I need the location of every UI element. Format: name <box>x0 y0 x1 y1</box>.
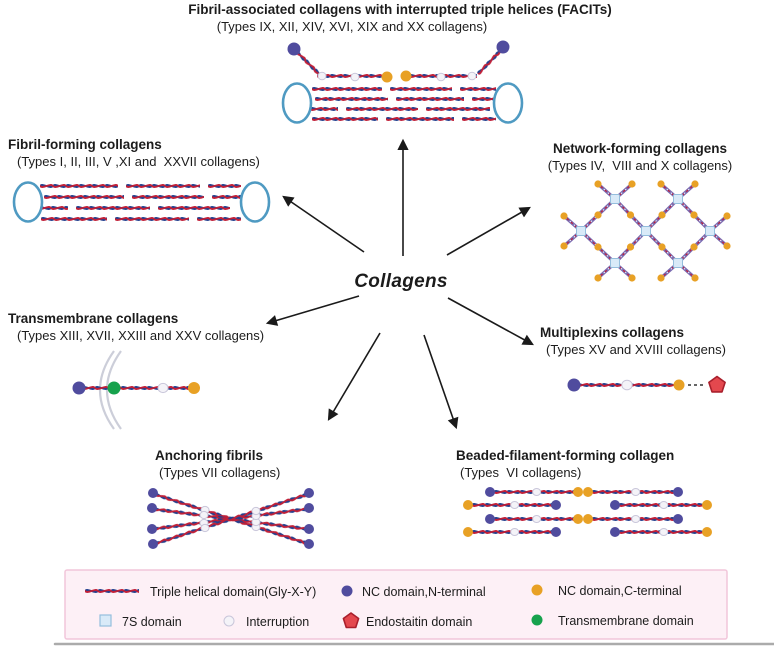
multiplexins-title: Multiplexins collagens <box>540 325 685 340</box>
fibril-forming-title: Fibril-forming collagens <box>8 137 162 152</box>
legend-transmembrane-label: Transmembrane domain <box>558 614 694 628</box>
beaded-filament-subtitle: (Types VI collagens) <box>460 465 582 480</box>
beaded-filament-illustration <box>463 487 712 537</box>
anchoring-fibrils-title: Anchoring fibrils <box>155 448 263 463</box>
nc-n-terminal-icon <box>341 585 353 597</box>
anchoring-fibrils-subtitle: (Types VII collagens) <box>159 465 281 480</box>
network-forming-illustration <box>560 180 731 282</box>
legend-nc-c-terminal-label: NC domain,C-terminal <box>558 584 682 598</box>
collagens-center-label: Collagens <box>354 271 448 292</box>
transmembrane-subtitle: (Types XIII, XVII, XXIII and XXV collage… <box>17 328 265 343</box>
endostatin-icon <box>342 612 360 629</box>
transmembrane-icon <box>531 614 543 626</box>
fibril-forming-subtitle: (Types I, II, III, V ,XI and XXVII colla… <box>17 154 260 169</box>
legend-endostatin-label: Endostaitin domain <box>366 615 473 629</box>
network-forming-subtitle: (Types IV, VIII and X collagens) <box>547 158 733 173</box>
facit-subtitle: (Types IX, XII, XIV, XVI, XIX and XX col… <box>216 19 488 34</box>
anchoring-fibrils-illustration <box>147 488 314 549</box>
7s-domain-icon <box>99 614 112 627</box>
facit-illustration <box>281 40 524 124</box>
network-forming-title: Network-forming collagens <box>552 141 728 156</box>
legend-nc-n-terminal-label: NC domain,N-terminal <box>362 585 486 599</box>
facit-title: Fibril-associated collagens with interru… <box>188 2 612 17</box>
beaded-filament-title: Beaded-filament-forming collagen <box>456 448 675 463</box>
multiplexins-subtitle: (Types XV and XVIII collagens) <box>546 342 726 357</box>
nc-c-terminal-icon <box>531 584 543 596</box>
legend-7s-domain-label: 7S domain <box>122 615 182 629</box>
legend-interruption-label: Interruption <box>246 615 310 629</box>
legend-triple-helix-label: Triple helical domain(Gly-X-Y) <box>150 585 317 599</box>
transmembrane-title: Transmembrane collagens <box>8 311 179 326</box>
interruption-icon <box>223 615 235 627</box>
legend <box>64 569 728 640</box>
fibril-forming-illustration <box>12 181 271 223</box>
transmembrane-illustration <box>72 350 200 430</box>
triple-helix-icon <box>85 587 139 595</box>
multiplexins-illustration <box>567 375 726 393</box>
radiating-arrows <box>265 138 534 430</box>
